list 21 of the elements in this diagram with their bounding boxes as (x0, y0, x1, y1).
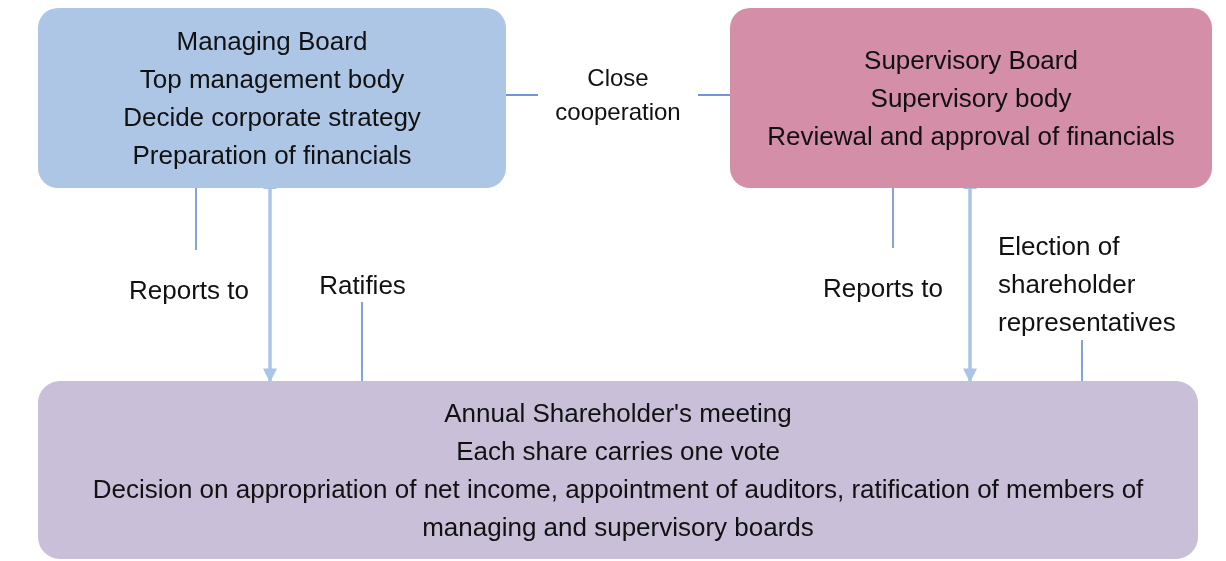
node-label: Election of shareholder representatives (998, 230, 1177, 339)
node-text: Supervisory body (870, 82, 1072, 115)
leader-line (195, 187, 197, 251)
node-text: Decide corporate strategy (123, 101, 421, 134)
process-box (38, 8, 506, 188)
node-text: Decision on appropriation of net income, appointment of auditors, ratification of members of managing and supervisory boards (91, 473, 1145, 544)
leader-line (361, 301, 363, 382)
process-box (730, 8, 1212, 188)
node-title: Annual Shareholder's meeting (444, 397, 792, 430)
leader-line (1081, 339, 1083, 382)
node-text: Top management body (139, 63, 405, 96)
node-text: Reviewal and approval of financials (767, 120, 1175, 153)
node-text: Each share carries one vote (456, 435, 780, 468)
node-title: Managing Board (176, 25, 368, 58)
leader-line (892, 187, 894, 249)
node-text: Preparation of financials (132, 139, 412, 172)
node-label: Reports to (823, 272, 943, 305)
node-label: Reports to (129, 274, 249, 307)
process-box (38, 381, 1198, 559)
node-title: Supervisory Board (864, 44, 1078, 77)
node-label: Ratifies (319, 269, 406, 302)
